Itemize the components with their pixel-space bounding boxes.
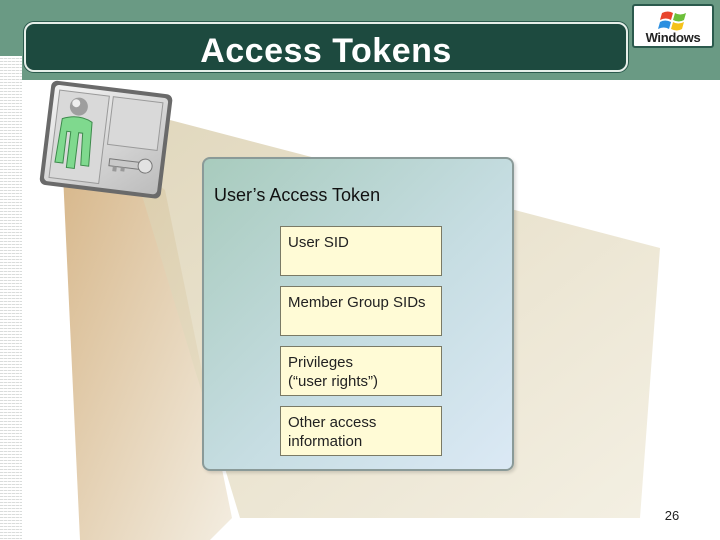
member-group-sids-field: Member Group SIDs xyxy=(280,286,442,336)
windows-flag-icon xyxy=(658,11,686,31)
access-token-panel: User’s Access Token User SID Member Grou… xyxy=(202,157,514,471)
windows-logo-word: Windows xyxy=(645,30,701,45)
windows-logo: Windows xyxy=(632,4,714,48)
token-title: User’s Access Token xyxy=(214,185,381,205)
field-line: (“user rights”) xyxy=(288,373,379,390)
privileges-field: Privileges (“user rights”) xyxy=(280,346,442,396)
beam-left xyxy=(60,110,232,540)
key-icon xyxy=(108,158,153,174)
decorative-stripes xyxy=(0,56,22,540)
field-line: User SID xyxy=(288,234,349,251)
title-bar: Access Tokens xyxy=(24,22,628,72)
field-line: Member Group SIDs xyxy=(288,294,426,311)
user-sid-field: User SID xyxy=(280,226,442,276)
user-icon xyxy=(54,97,93,170)
field-line: Other access xyxy=(288,414,377,431)
field-line: Privileges xyxy=(288,354,354,371)
other-access-info-field: Other access information xyxy=(280,406,442,456)
page-number: 26 xyxy=(664,508,680,523)
field-line: information xyxy=(288,433,363,450)
page-title: Access Tokens xyxy=(200,32,452,70)
id-card-icon xyxy=(39,80,173,199)
